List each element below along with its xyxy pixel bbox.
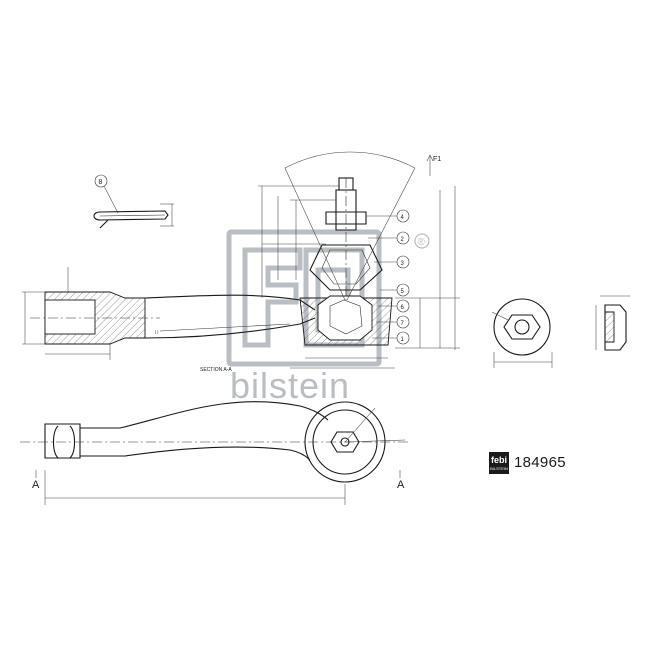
svg-text:4: 4 <box>401 215 405 221</box>
febi-brand-badge: febi BILSTEIN <box>489 452 509 474</box>
watermark-brand-text: bilstein <box>230 365 350 406</box>
section-marker-left: A <box>32 479 40 491</box>
section-marker-right: A <box>397 479 405 491</box>
svg-text:6: 6 <box>401 305 405 311</box>
svg-text:7: 7 <box>401 321 405 327</box>
plan-view: A A <box>20 401 410 505</box>
section-label: SECTION A-A <box>200 367 232 373</box>
badge-text: febi <box>490 455 507 465</box>
force-label: F1 <box>433 156 441 163</box>
svg-text:[ ]: [ ] <box>155 329 158 334</box>
split-pin-detail: 8 <box>93 174 174 229</box>
badge-subtext: BILSTEIN <box>490 466 508 471</box>
callouts: 4 2 3 5 6 7 1 <box>366 209 410 345</box>
febi-watermark-logo: ® bilstein <box>226 229 430 406</box>
svg-text:2: 2 <box>401 237 405 243</box>
pin-callout-label: 8 <box>99 179 103 186</box>
svg-text:3: 3 <box>401 261 405 267</box>
section-view: [ ] SECTION A-A F1 <box>22 151 460 373</box>
nut-detail <box>491 295 630 368</box>
registered-mark: ® <box>418 237 426 248</box>
svg-text:5: 5 <box>401 289 405 295</box>
part-number: 184965 <box>514 454 566 471</box>
svg-text:1: 1 <box>401 337 405 343</box>
